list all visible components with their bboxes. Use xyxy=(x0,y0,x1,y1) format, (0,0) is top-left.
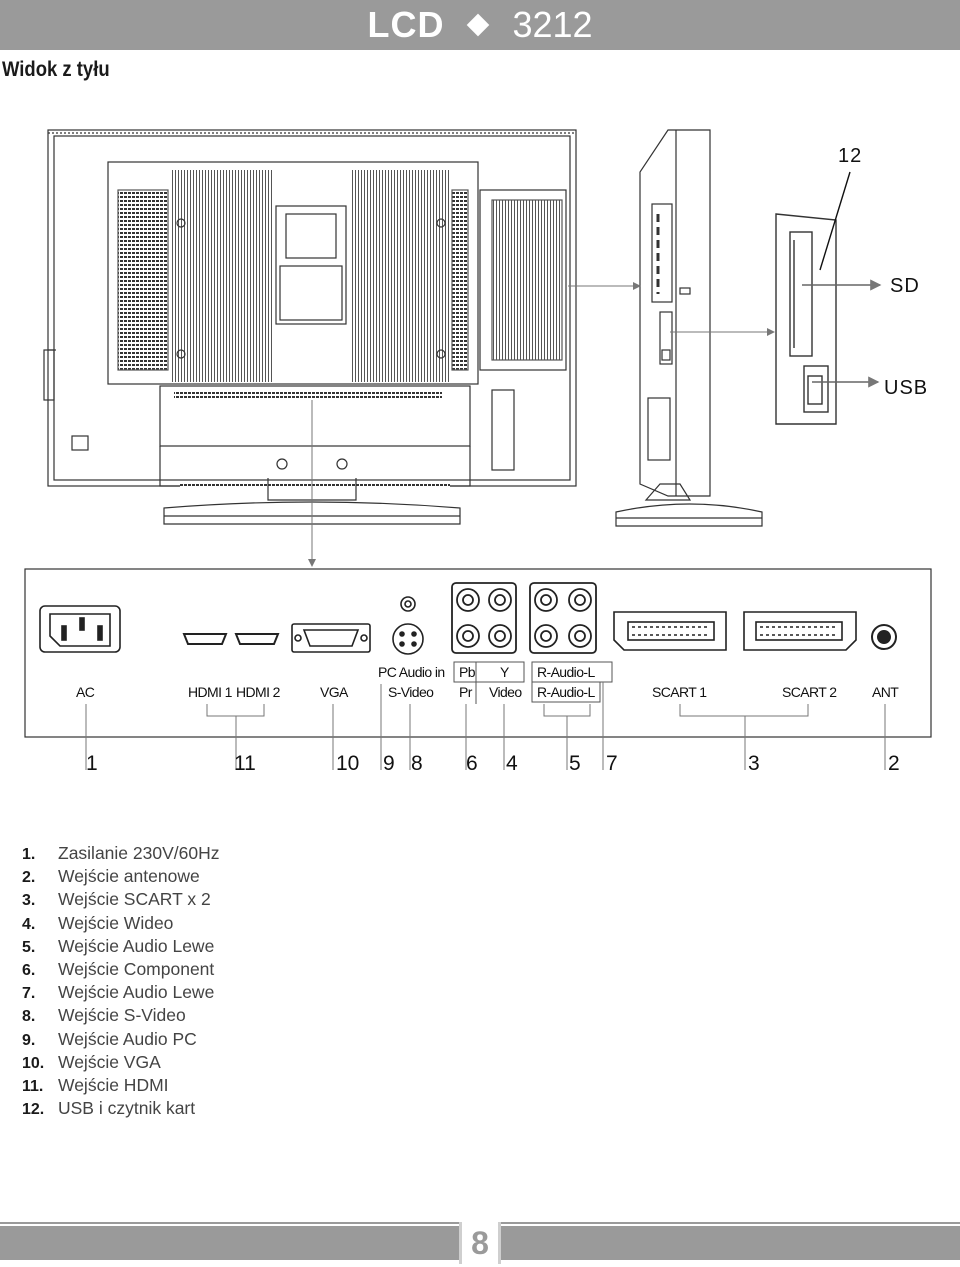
callout-11: 11 xyxy=(234,752,256,775)
header-brand: LCD 3212 xyxy=(0,0,960,50)
label-ac: AC xyxy=(76,684,95,700)
label-r-audio-l-top: R-Audio-L xyxy=(537,664,595,680)
legend-item: 10.Wejście VGA xyxy=(22,1051,161,1072)
label-video: Video xyxy=(489,684,522,700)
legend-item: 11.Wejście HDMI xyxy=(22,1074,169,1095)
tv-rear-view xyxy=(43,129,577,525)
legend-item: 7.Wejście Audio Lewe xyxy=(22,982,215,1003)
legend-item: 6.Wejście Component xyxy=(22,958,215,979)
legend-item: 12.USB i czytnik kart xyxy=(22,1098,196,1119)
callout-4: 4 xyxy=(506,752,518,775)
label-y: Y xyxy=(500,664,510,680)
label-boxes xyxy=(453,661,613,704)
label-pr: Pr xyxy=(459,684,473,700)
callout-5: 5 xyxy=(569,752,581,775)
ac-socket xyxy=(39,605,121,653)
callout-1: 1 xyxy=(86,752,98,775)
label-ant: ANT xyxy=(872,684,899,700)
legend-item: 5.Wejście Audio Lewe xyxy=(22,935,215,956)
label-scart1: SCART 1 xyxy=(652,684,707,700)
legend-item: 1.Zasilanie 230V/60Hz xyxy=(22,843,220,863)
label-pc-audio-in: PC Audio in xyxy=(378,664,445,680)
page-number: 8 xyxy=(471,1225,489,1261)
legend-item: 8.Wejście S-Video xyxy=(22,1005,186,1026)
rca-ports-component xyxy=(451,582,517,654)
legend-item: 9.Wejście Audio PC xyxy=(22,1028,197,1049)
label-vga: VGA xyxy=(320,684,349,700)
page-number-box xyxy=(459,1222,501,1264)
callout-6: 6 xyxy=(466,752,478,775)
callout-12: 12 xyxy=(838,145,862,167)
usb-label: USB xyxy=(884,377,928,399)
label-s-video: S-Video xyxy=(388,684,434,700)
leader-lines xyxy=(85,682,886,770)
scart-ports xyxy=(613,611,857,651)
label-pb: Pb xyxy=(459,664,476,680)
rca-ports-audio xyxy=(529,582,597,654)
callout-2: 2 xyxy=(888,752,900,775)
label-hdmi2: HDMI 2 xyxy=(236,684,281,700)
label-hdmi1: HDMI 1 xyxy=(188,684,233,700)
hdmi-ports xyxy=(182,633,280,645)
antenna-port xyxy=(871,624,897,650)
tv-side-view xyxy=(615,129,763,527)
legend-item: 3.Wejście SCART x 2 xyxy=(22,889,211,910)
s-video-port xyxy=(392,596,424,655)
sd-label: SD xyxy=(890,275,920,297)
callout-10: 10 xyxy=(336,752,359,775)
side-panel-detail xyxy=(775,171,882,425)
legend-item: 2.Wejście antenowe xyxy=(22,866,200,887)
callout-8: 8 xyxy=(411,752,423,775)
section-title: Widok z tyłu xyxy=(2,58,110,81)
callout-3: 3 xyxy=(748,752,760,775)
model-number: 3212 xyxy=(512,4,593,45)
connector-legend: 1.Zasilanie 230V/60Hz 2.Wejście antenowe… xyxy=(22,842,219,1120)
label-r-audio-l-bottom: R-Audio-L xyxy=(537,684,595,700)
label-scart2: SCART 2 xyxy=(782,684,837,700)
legend-item: 4.Wejście Wideo xyxy=(22,912,174,933)
rear-view-diagram: 12 SD USB xyxy=(24,129,932,775)
vga-port xyxy=(291,623,371,653)
callout-9: 9 xyxy=(383,752,395,775)
brand-name: LCD xyxy=(367,4,445,45)
callout-7: 7 xyxy=(606,752,618,775)
